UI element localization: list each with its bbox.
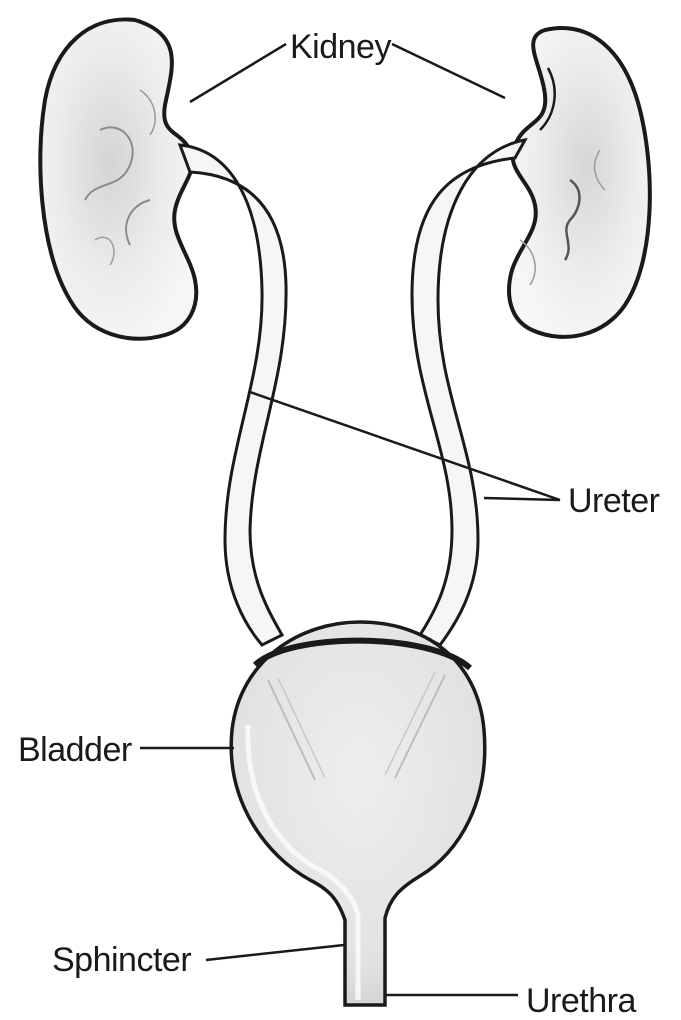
bladder-label: Bladder <box>18 733 132 767</box>
sphincter-label: Sphincter <box>52 943 191 977</box>
left-kidney <box>40 19 196 338</box>
ureter-leader-right <box>484 498 560 500</box>
right-kidney <box>509 28 650 337</box>
urethra-label: Urethra <box>526 984 636 1018</box>
sphincter-leader <box>206 945 344 960</box>
ureter-leader-left <box>250 392 560 500</box>
kidney-leader-right <box>392 44 505 98</box>
kidney-leader-left <box>190 44 286 102</box>
kidney-label: Kidney <box>290 30 391 64</box>
ureter-label: Ureter <box>568 484 659 518</box>
right-ureter <box>412 140 525 645</box>
bladder <box>231 622 485 1005</box>
left-ureter <box>180 145 286 645</box>
